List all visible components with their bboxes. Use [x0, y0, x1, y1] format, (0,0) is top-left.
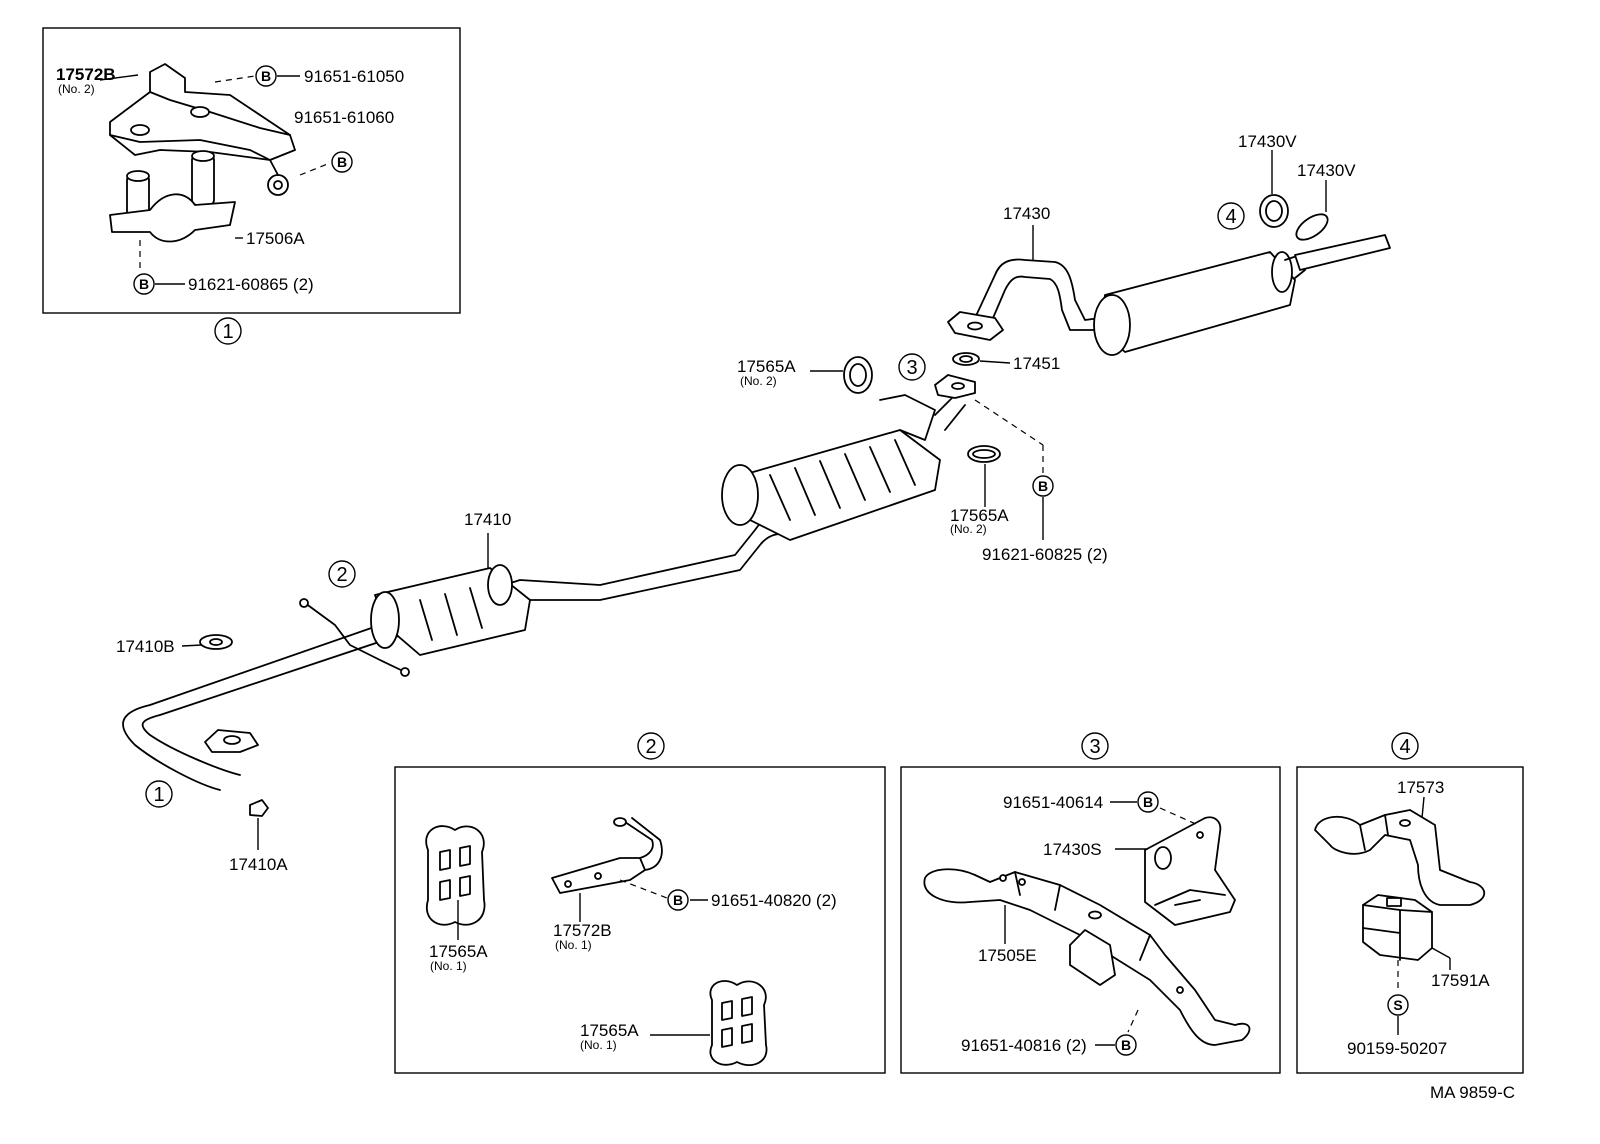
screw-symbol-icon: [1387, 994, 1409, 1016]
sub-muffler-17410: [370, 564, 531, 656]
part-number-91621-60825: 91621-60825 (2): [982, 545, 1108, 564]
callout-circle-icon: [145, 780, 173, 808]
callout-circle-icon: [637, 732, 665, 760]
detail-2-frame: [394, 766, 886, 1074]
part-number-17410: 17410: [464, 510, 511, 529]
bolt-symbol-icon: [667, 889, 689, 911]
part-number-17565A-no1-a: 17565A: [429, 942, 488, 961]
part-number-91651-40820: 91651-40820 (2): [711, 891, 837, 910]
bolt-symbol-icon: [1032, 475, 1054, 497]
detail-2-callout: 2: [645, 736, 656, 758]
part-number-91651-61050: 91651-61050: [304, 67, 404, 86]
bolt-symbol-icon: [1137, 791, 1159, 813]
screw-symbol-label: S: [1393, 997, 1402, 1013]
part-number-17572B: 17572B: [56, 65, 116, 84]
bolt-symbol-label: B: [1121, 1037, 1131, 1053]
part-number-91621-60865: 91621-60865 (2): [188, 275, 314, 294]
part-number-90159-50207: 90159-50207: [1347, 1039, 1447, 1058]
callout-circle-icon: [214, 317, 242, 345]
part-note-17572B-no1: (No. 1): [555, 938, 592, 952]
detail-4-callout: 4: [1399, 736, 1410, 758]
part-number-17565A-mid: 17565A: [950, 506, 1009, 525]
bolt-symbol-label: B: [337, 154, 347, 170]
part-number-17506A: 17506A: [246, 229, 305, 248]
detail-2-inset: 2 B 17565A (No. 1) 17572B (No: [394, 732, 886, 1074]
rubber-block-17591A-drawing: [1362, 894, 1433, 961]
center-muffler: [721, 374, 976, 541]
front-pipe-lower: [141, 532, 791, 776]
callout-circle-icon: [1217, 202, 1245, 230]
bracket-17505E-drawing: [923, 868, 1251, 1046]
part-number-91651-40816: 91651-40816 (2): [961, 1036, 1087, 1055]
bolt-symbol-label: B: [139, 276, 149, 292]
part-number-17573: 17573: [1397, 778, 1444, 797]
main-callout-1: 1: [153, 784, 164, 806]
bolt-symbol-label: B: [1038, 478, 1048, 494]
part-number-17410A: 17410A: [229, 855, 288, 874]
part-number-91651-40614: 91651-40614: [1003, 793, 1103, 812]
main-callout-3: 3: [906, 357, 917, 379]
tail-pipe-17430: [947, 234, 1391, 356]
part-note-17565A-no1-a: (No. 1): [430, 959, 467, 973]
bolt-symbol-icon: [1115, 1034, 1137, 1056]
detail-3-frame: [900, 766, 1281, 1074]
part-number-91651-61060: 91651-61060: [294, 108, 394, 127]
callout-circle-icon: [1081, 732, 1109, 760]
lower-clamp-drawing: [109, 150, 236, 243]
bolt-symbol-icon: [255, 65, 277, 87]
hanger-rod: [304, 602, 406, 673]
bracket-17430S-drawing: [1144, 816, 1236, 926]
part-note-17565A-no1-b: (No. 1): [580, 1038, 617, 1052]
bolt-symbol-icon: [133, 273, 155, 295]
detail-3-inset: 3 B B 91651-40614 17430S: [900, 732, 1281, 1074]
rubber-hanger-drawing: [425, 825, 486, 926]
part-number-17451: 17451: [1013, 354, 1060, 373]
part-number-17565A-no1-b: 17565A: [580, 1021, 639, 1040]
bolt-symbol-label: B: [1143, 794, 1153, 810]
part-note-17565A-top: (No. 2): [740, 374, 777, 388]
bolt-symbol-label: B: [673, 892, 683, 908]
part-number-17430S: 17430S: [1043, 840, 1102, 859]
bracket-17573-drawing: [1314, 809, 1486, 906]
callout-circle-icon: [1391, 732, 1419, 760]
part-number-17430V-b: 17430V: [1297, 161, 1356, 180]
callout-circle-icon: [328, 560, 356, 588]
drawing-code: MA 9859-C: [1430, 1083, 1515, 1102]
detail-1-inset: B B B 17572B (No. 2) 91651-61050 91651-6…: [42, 27, 461, 345]
part-number-17430: 17430: [1003, 204, 1050, 223]
detail-4-inset: 4 S 17573 17591A 90159-50207: [1296, 732, 1524, 1074]
bolt-symbol-label: B: [261, 68, 271, 84]
main-callout-2: 2: [336, 564, 347, 586]
part-note-17572B: (No. 2): [58, 82, 95, 96]
detail-4-frame: [1296, 766, 1524, 1074]
hanger-bracket-drawing: [109, 63, 296, 196]
part-number-17565A-top: 17565A: [737, 357, 796, 376]
ring-17430V-b: [1295, 213, 1329, 241]
part-number-17591A: 17591A: [1431, 971, 1490, 990]
hanger-bracket-no1-drawing: [551, 817, 663, 894]
detail-3-callout: 3: [1089, 736, 1100, 758]
rubber-hanger-drawing: [709, 980, 768, 1067]
part-number-17572B-no1: 17572B: [553, 921, 612, 940]
bolt-symbol-icon: [331, 151, 353, 173]
detail-1-frame: [42, 27, 461, 314]
part-number-17430V-a: 17430V: [1238, 132, 1297, 151]
part-note-17565A-mid: (No. 2): [950, 522, 987, 536]
main-callout-4: 4: [1225, 206, 1236, 228]
callout-circle-icon: [898, 353, 926, 381]
part-number-17410B: 17410B: [116, 637, 175, 656]
nut-17410A: [249, 799, 269, 817]
detail-1-callout: 1: [222, 321, 233, 343]
part-number-17505E: 17505E: [978, 946, 1037, 965]
main-exhaust-assembly: B 17410 17410B 17410A 17565A (No. 2) 174…: [116, 132, 1391, 874]
